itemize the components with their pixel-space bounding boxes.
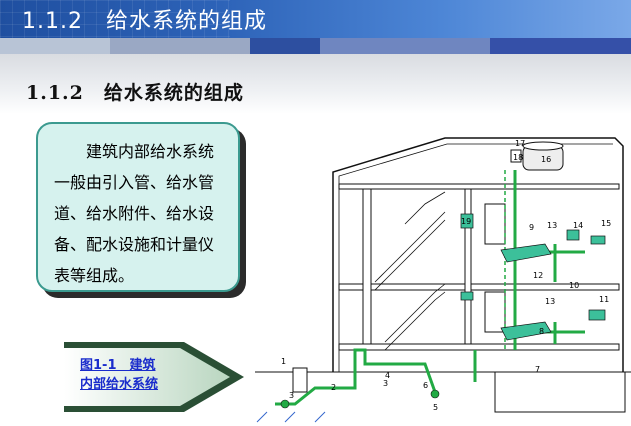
floor-slab: [338, 283, 620, 291]
diagram-label: 9: [529, 223, 534, 232]
figure-link-arrow: [64, 342, 244, 412]
door: [484, 291, 506, 333]
description-text: 建筑内部给水系统一般由引入管、给水管道、给水附件、给水设备、配水设施和计量仪表等…: [54, 142, 215, 285]
diagram-label: 14: [573, 221, 583, 230]
door: [484, 203, 506, 245]
staircase: [374, 191, 446, 351]
diagram-label: 3: [383, 379, 388, 388]
diagram-label: 16: [541, 155, 551, 164]
header-stripe: [0, 38, 631, 54]
water-meter: [280, 399, 290, 409]
diagram-label: 11: [599, 295, 609, 304]
meter-well: [292, 367, 308, 393]
pump: [430, 389, 440, 399]
header-title: 1.1.2 给水系统的组成: [22, 9, 267, 34]
diagram-label: 19: [461, 217, 471, 226]
description-box: 建筑内部给水系统一般由引入管、给水管道、给水附件、给水设备、配水设施和计量仪表等…: [36, 122, 240, 292]
diagram-label: 6: [423, 381, 428, 390]
stripe-segment: [250, 38, 320, 54]
basement: [494, 371, 626, 413]
sink: [588, 309, 606, 321]
diagram-label: 13: [547, 221, 557, 230]
fire-hydrant-box: [460, 213, 474, 229]
roof-water-tank: [510, 141, 564, 171]
diagram-label: 7: [535, 365, 540, 374]
column: [464, 188, 472, 345]
floor-slab: [338, 183, 620, 190]
floor-slab: [338, 343, 620, 351]
figure-link-line1: 图1-1 建筑: [80, 358, 156, 373]
stripe-segment: [0, 38, 110, 54]
building-inner-outline: [338, 143, 613, 372]
figure-link-line2: 内部给水系统: [80, 377, 159, 392]
section-title: 1.1.2 给水系统的组成: [26, 82, 244, 104]
building-outline: [332, 137, 624, 372]
column: [362, 188, 372, 345]
diagram-label: 2: [331, 383, 336, 392]
sink: [590, 235, 606, 245]
diagram-label: 17: [515, 139, 525, 148]
diagram-label: 5: [433, 403, 438, 412]
diagram-label: 12: [533, 271, 543, 280]
stripe-segment: [490, 38, 631, 54]
diagram-label: 15: [601, 219, 611, 228]
stripe-segment: [320, 38, 490, 54]
diagram-label: 8: [539, 327, 544, 336]
diagram-label: 18: [513, 153, 523, 162]
subtitle-background: [0, 54, 631, 114]
bathtub: [500, 243, 552, 263]
stripe-segment: [110, 38, 250, 54]
washbasin: [566, 229, 580, 241]
slide-header: 1.1.2 给水系统的组成: [0, 0, 631, 38]
diagram-label: 3: [289, 391, 294, 400]
ground-arrows: [256, 411, 326, 423]
diagram-label: 1: [281, 357, 286, 366]
header-grid-pattern: [0, 0, 230, 38]
fire-hydrant-box: [460, 291, 474, 301]
figure-link[interactable]: 图1-1 建筑 内部给水系统: [80, 356, 190, 394]
bathtub: [500, 321, 552, 341]
diagram-label: 13: [545, 297, 555, 306]
water-supply-diagram: 1 2 3 4 5 6 7 8 9 10 11 12 13 13 14 15 1…: [255, 137, 631, 423]
diagram-label: 4: [385, 371, 390, 380]
diagram-label: 10: [569, 281, 579, 290]
